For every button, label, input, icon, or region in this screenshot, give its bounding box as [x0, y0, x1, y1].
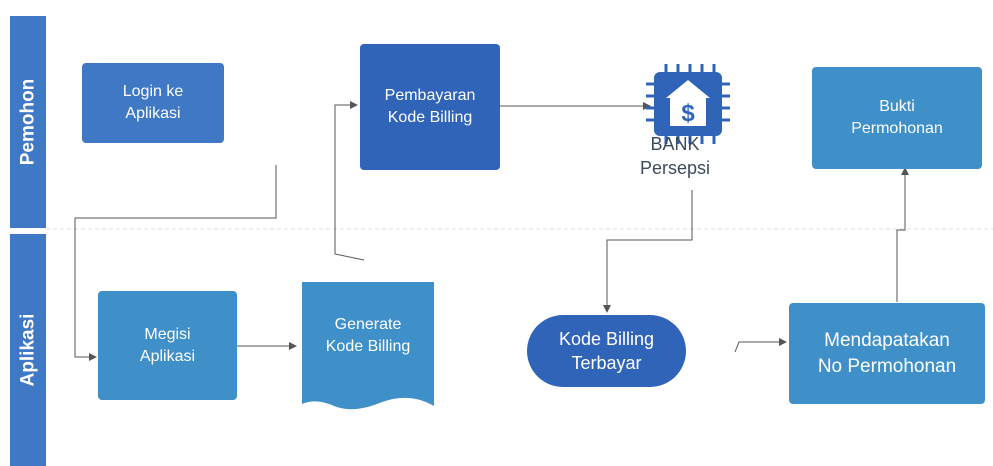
- generate-document-shape: [302, 282, 434, 410]
- node-kode-terbayar: Kode Billing Terbayar: [527, 315, 686, 387]
- node-bank-label: BANK Persepsi: [639, 134, 711, 178]
- node-megisi: Megisi Aplikasi: [98, 291, 237, 400]
- connector-bank-to-terbayar: [603, 190, 693, 313]
- node-pembayaran-label: Pembayaran Kode Billing: [384, 87, 476, 126]
- node-bukti-label: Bukti Permohonan: [851, 98, 943, 137]
- node-login: Login ke Aplikasi: [82, 63, 224, 143]
- bank-chip-dollar-icon: $: [646, 64, 730, 144]
- connector-terbayar-to-mendapatkan: [734, 338, 787, 353]
- node-mendapatkan-label: Mendapatakan No Permohonan: [817, 329, 957, 377]
- node-pembayaran: Pembayaran Kode Billing: [360, 44, 500, 170]
- node-generate-label: Generate Kode Billing: [325, 316, 411, 355]
- lane-label-pemohon: Pemohon: [10, 16, 46, 228]
- lane-label-aplikasi: Aplikasi: [10, 234, 46, 466]
- connector-generate-to-pembayaran: [334, 101, 365, 261]
- svg-text:$: $: [681, 100, 695, 127]
- node-mendapatkan: Mendapatakan No Permohonan: [789, 303, 985, 404]
- node-generate: Generate Kode Billing: [302, 296, 434, 376]
- node-kode-terbayar-label: Kode Billing Terbayar: [558, 329, 655, 373]
- connector-mendapatkan-to-bukti: [896, 167, 909, 302]
- connector-login-to-megisi: [74, 165, 277, 361]
- node-megisi-label: Megisi Aplikasi: [139, 325, 196, 365]
- node-bukti: Bukti Permohonan: [812, 67, 982, 169]
- node-login-label: Login ke Aplikasi: [122, 83, 184, 122]
